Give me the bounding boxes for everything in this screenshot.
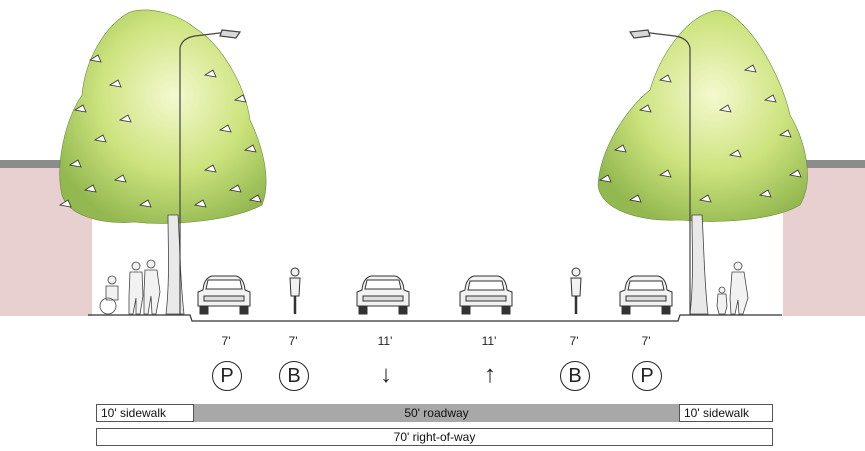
lane-width-travel-left: 11' — [377, 334, 393, 348]
bike-symbol-left: B — [279, 361, 309, 391]
car-lane-right — [459, 275, 513, 315]
right-sidewalk-label: 10' sidewalk — [684, 406, 749, 420]
car-parking-right — [619, 275, 673, 315]
ground-line — [88, 314, 782, 322]
roadway-bar: 50' roadway — [194, 404, 679, 422]
street-light-right — [628, 29, 691, 315]
left-sidewalk-bar: 10' sidewalk — [96, 404, 194, 422]
lane-width-bike-right: 7' — [569, 334, 579, 348]
car-lane-left — [356, 275, 410, 315]
pedestrians-right — [716, 261, 749, 315]
bicycle-right — [570, 267, 582, 314]
right-of-way-bar: 70' right-of-way — [96, 428, 773, 446]
up-arrow-icon: ↑ — [484, 361, 496, 388]
lane-width-travel-right: 11' — [481, 334, 497, 348]
bike-symbol-right: B — [560, 361, 590, 391]
tree-left — [59, 9, 267, 315]
car-parking-left — [197, 275, 251, 315]
lane-width-bike-left: 7' — [288, 334, 298, 348]
lane-width-parking-left: 7' — [221, 334, 231, 348]
lane-width-parking-right: 7' — [641, 334, 651, 348]
parking-symbol-left: P — [212, 361, 242, 391]
down-arrow-icon: ↓ — [380, 361, 392, 388]
right-sidewalk-bar: 10' sidewalk — [679, 404, 773, 422]
pedestrians-left — [99, 259, 161, 315]
right-of-way-label: 70' right-of-way — [393, 430, 476, 444]
bicycle-left — [289, 267, 301, 314]
left-sidewalk-label: 10' sidewalk — [101, 406, 166, 420]
street-light-left — [179, 29, 242, 315]
roadway-label: 50' roadway — [404, 406, 469, 420]
parking-symbol-right: P — [632, 361, 662, 391]
tree-right — [597, 10, 808, 315]
